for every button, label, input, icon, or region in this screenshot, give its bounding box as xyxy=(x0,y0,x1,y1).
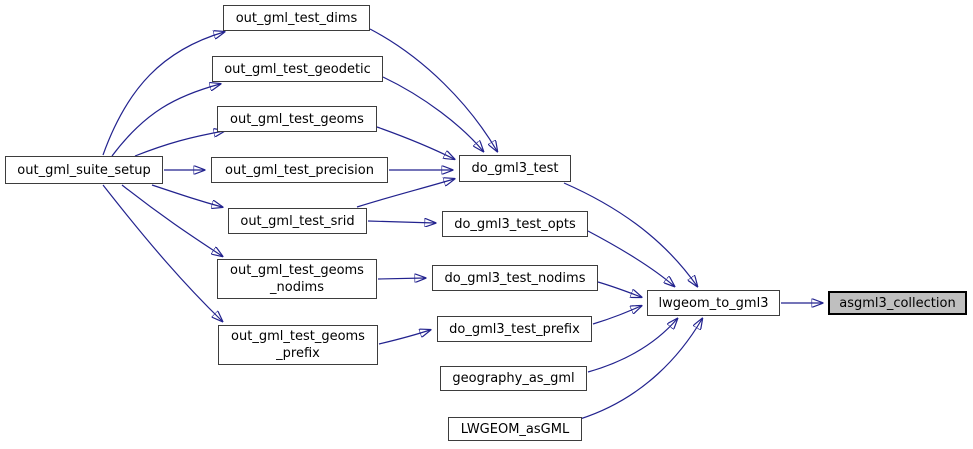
node-out_gml_test_dims[interactable]: out_gml_test_dims xyxy=(223,5,370,31)
edge-LWGEOM_asGML-to-lwgeom_to_gml3 xyxy=(579,319,702,420)
node-do_gml3_test_opts[interactable]: do_gml3_test_opts xyxy=(442,211,588,237)
edge-out_gml_test_geoms_prefix-to-do_gml3_test_prefix xyxy=(378,330,430,345)
edge-out_gml_suite_setup-to-out_gml_test_srid xyxy=(151,184,222,207)
edge-out_gml_test_srid-to-do_gml3_test_opts xyxy=(367,221,435,223)
node-do_gml3_test_nodims[interactable]: do_gml3_test_nodims xyxy=(432,265,598,291)
node-out_gml_test_geoms_prefix[interactable]: out_gml_test_geoms _prefix xyxy=(218,325,378,365)
edge-out_gml_test_geoms_nodims-to-do_gml3_test_nodims xyxy=(377,278,425,279)
edge-geography_as_gml-to-lwgeom_to_gml3 xyxy=(587,319,677,373)
node-out_gml_suite_setup[interactable]: out_gml_suite_setup xyxy=(5,156,163,184)
node-asgml3_collection: asgml3_collection xyxy=(828,291,967,315)
edge-out_gml_suite_setup-to-out_gml_test_dims xyxy=(102,32,224,156)
node-out_gml_test_srid[interactable]: out_gml_test_srid xyxy=(228,208,367,234)
edge-out_gml_test_geoms-to-do_gml3_test xyxy=(376,126,454,159)
node-lwgeom_to_gml3[interactable]: lwgeom_to_gml3 xyxy=(647,290,780,316)
node-LWGEOM_asGML[interactable]: LWGEOM_asGML xyxy=(448,417,582,441)
edge-do_gml3_test_opts-to-lwgeom_to_gml3 xyxy=(587,230,674,286)
node-do_gml3_test_prefix[interactable]: do_gml3_test_prefix xyxy=(437,316,592,342)
node-out_gml_test_precision[interactable]: out_gml_test_precision xyxy=(211,157,388,183)
edge-out_gml_test_srid-to-do_gml3_test xyxy=(356,179,454,208)
node-geography_as_gml[interactable]: geography_as_gml xyxy=(440,366,587,391)
edge-out_gml_suite_setup-to-out_gml_test_geodetic xyxy=(111,84,220,157)
edge-do_gml3_test-to-lwgeom_to_gml3 xyxy=(563,182,697,286)
node-out_gml_test_geoms_nodims[interactable]: out_gml_test_geoms _nodims xyxy=(217,259,377,299)
edge-do_gml3_test_prefix-to-lwgeom_to_gml3 xyxy=(592,306,641,325)
node-out_gml_test_geoms[interactable]: out_gml_test_geoms xyxy=(217,106,377,132)
edge-out_gml_suite_setup-to-out_gml_test_geoms_prefix xyxy=(102,184,222,321)
edge-do_gml3_test_nodims-to-lwgeom_to_gml3 xyxy=(597,281,641,297)
edge-out_gml_suite_setup-to-out_gml_test_geoms_nodims xyxy=(121,184,222,256)
edge-out_gml_suite_setup-to-out_gml_test_geoms xyxy=(134,131,224,157)
edge-out_gml_test_geodetic-to-do_gml3_test xyxy=(382,76,483,151)
node-out_gml_test_geodetic[interactable]: out_gml_test_geodetic xyxy=(212,56,383,82)
node-do_gml3_test[interactable]: do_gml3_test xyxy=(459,155,571,182)
edge-out_gml_test_dims-to-do_gml3_test xyxy=(369,28,497,151)
